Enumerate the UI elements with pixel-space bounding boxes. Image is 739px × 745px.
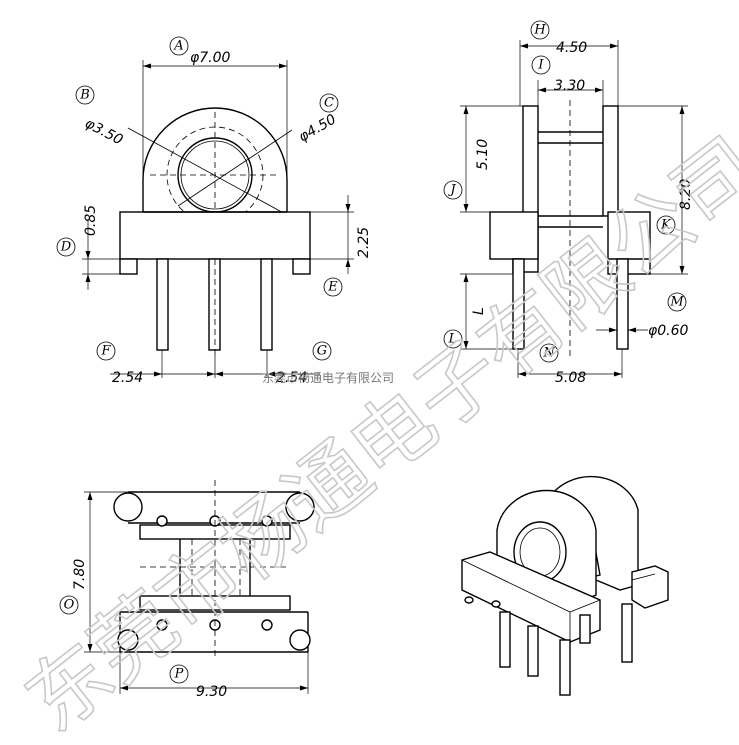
svg-text:M: M [669, 295, 684, 310]
dim-K-text: 8.20 [678, 179, 694, 210]
svg-text:J: J [447, 183, 456, 198]
dim-L-text: L [471, 307, 487, 315]
svg-text:N: N [542, 346, 555, 361]
dim-P-text: 9.30 [196, 684, 227, 700]
side-view: 4.50 3.30 5.10 8.20 L φ0.60 [460, 40, 694, 386]
dim-C-text: φ4.50 [296, 111, 339, 145]
dim-G-text: 2.54 [276, 370, 307, 386]
label-G: G [312, 341, 332, 361]
dim-O-text: 7.80 [72, 559, 88, 590]
label-O: O [59, 595, 79, 615]
dim-M-text: φ0.60 [648, 323, 689, 339]
svg-text:H: H [533, 23, 546, 38]
label-E: E [323, 277, 343, 297]
label-K: K [656, 215, 676, 235]
label-M: M [667, 292, 687, 312]
svg-text:P: P [174, 667, 184, 682]
label-F: F [96, 341, 116, 361]
svg-text:A: A [173, 39, 183, 54]
dim-J-text: 5.10 [475, 139, 491, 170]
svg-text:G: G [317, 344, 327, 359]
svg-text:E: E [327, 280, 338, 295]
dim-I-text: 3.30 [554, 78, 585, 94]
label-P: P [169, 664, 189, 684]
svg-text:D: D [60, 240, 72, 255]
label-H: H [530, 20, 550, 40]
dim-A-text: φ7.00 [190, 50, 231, 66]
dim-H-text: 4.50 [556, 40, 587, 56]
svg-text:F: F [100, 344, 111, 359]
dim-B-text: φ3.50 [82, 115, 125, 148]
dim-N-text: 5.08 [555, 370, 586, 386]
label-I: I [531, 55, 551, 75]
isometric-view [461, 475, 669, 696]
svg-text:I: I [537, 58, 544, 73]
label-J: J [443, 180, 463, 200]
label-A: A [169, 36, 189, 56]
dim-F-text: 2.54 [112, 370, 143, 386]
bottom-view: 7.80 9.30 [72, 480, 315, 700]
label-C: C [319, 93, 339, 113]
watermark-small: 东莞市杨通电子有限公司 [262, 370, 394, 385]
label-L: L [443, 329, 463, 349]
dim-E-text: 2.25 [356, 227, 372, 258]
svg-text:K: K [660, 218, 672, 233]
svg-text:L: L [448, 332, 458, 347]
label-B: B [75, 85, 95, 105]
label-N: N [539, 343, 559, 363]
svg-text:O: O [64, 598, 75, 613]
svg-text:C: C [324, 96, 334, 111]
label-D: D [56, 237, 76, 257]
front-view: φ7.00 φ3.50 φ4.50 0.85 2.25 2.54 2.54 [82, 50, 372, 386]
dim-D-text: 0.85 [83, 205, 99, 236]
svg-text:B: B [79, 88, 90, 103]
